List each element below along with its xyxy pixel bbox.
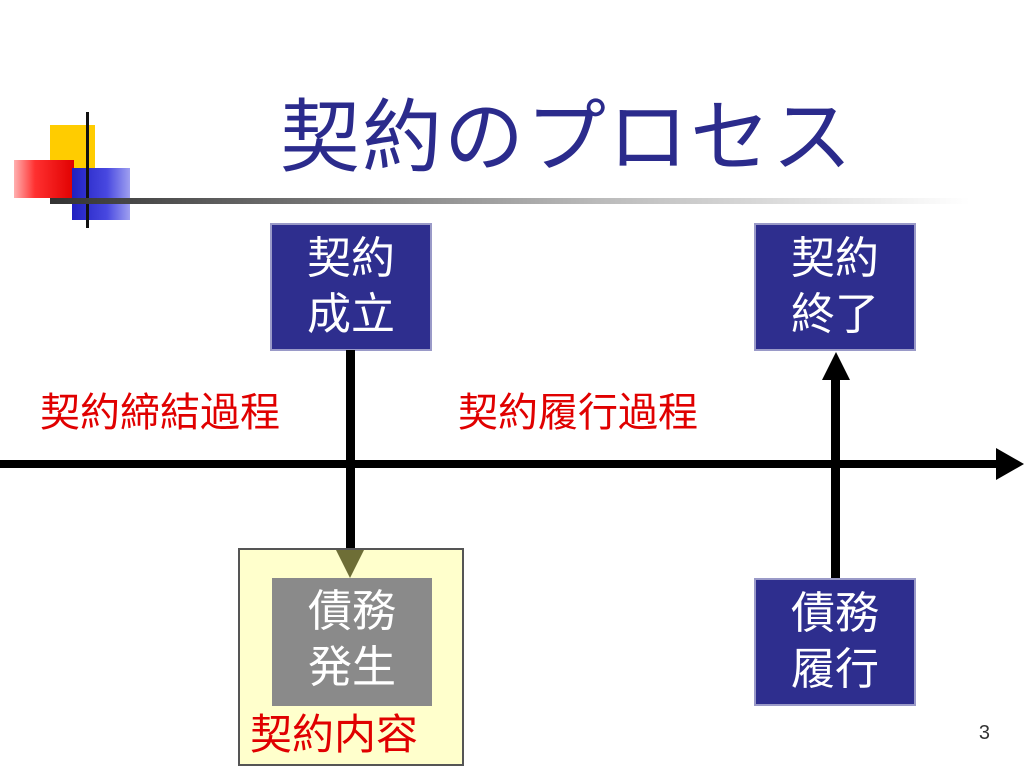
box-obligation-perform-line1: 債務 bbox=[791, 588, 879, 639]
timeline-bar bbox=[0, 460, 1000, 468]
label-contract-content: 契約内容 bbox=[250, 710, 419, 759]
logo-vertical-line bbox=[86, 112, 89, 228]
formation-arrowhead-down bbox=[336, 550, 364, 578]
box-obligation-perform-line2: 履行 bbox=[791, 644, 879, 695]
box-contract-formation-line1: 契約 bbox=[307, 233, 395, 284]
box-contract-end-line2: 終了 bbox=[791, 289, 879, 340]
formation-connector bbox=[346, 350, 355, 554]
box-contract-end: 契約 終了 bbox=[754, 223, 916, 351]
performance-arrowhead-up bbox=[822, 352, 850, 380]
label-conclusion-process: 契約締結過程 bbox=[40, 390, 280, 436]
slide-title: 契約のプロセス bbox=[280, 91, 854, 184]
label-performance-process: 契約履行過程 bbox=[458, 390, 698, 436]
logo-blue-block bbox=[72, 168, 130, 220]
box-obligation-arise-line1: 債務 bbox=[308, 586, 396, 637]
box-contract-formation: 契約 成立 bbox=[270, 223, 432, 351]
box-contract-formation-line2: 成立 bbox=[307, 289, 395, 340]
performance-connector bbox=[831, 378, 840, 580]
box-obligation-perform: 債務 履行 bbox=[754, 578, 916, 706]
title-underline-rule bbox=[50, 198, 970, 204]
box-obligation-arise: 債務 発生 bbox=[272, 578, 432, 706]
timeline-arrowhead bbox=[996, 448, 1024, 480]
box-contract-end-line1: 契約 bbox=[791, 233, 879, 284]
logo-red-block bbox=[14, 160, 74, 198]
page-number: 3 bbox=[978, 722, 990, 744]
box-obligation-arise-line2: 発生 bbox=[308, 642, 396, 693]
